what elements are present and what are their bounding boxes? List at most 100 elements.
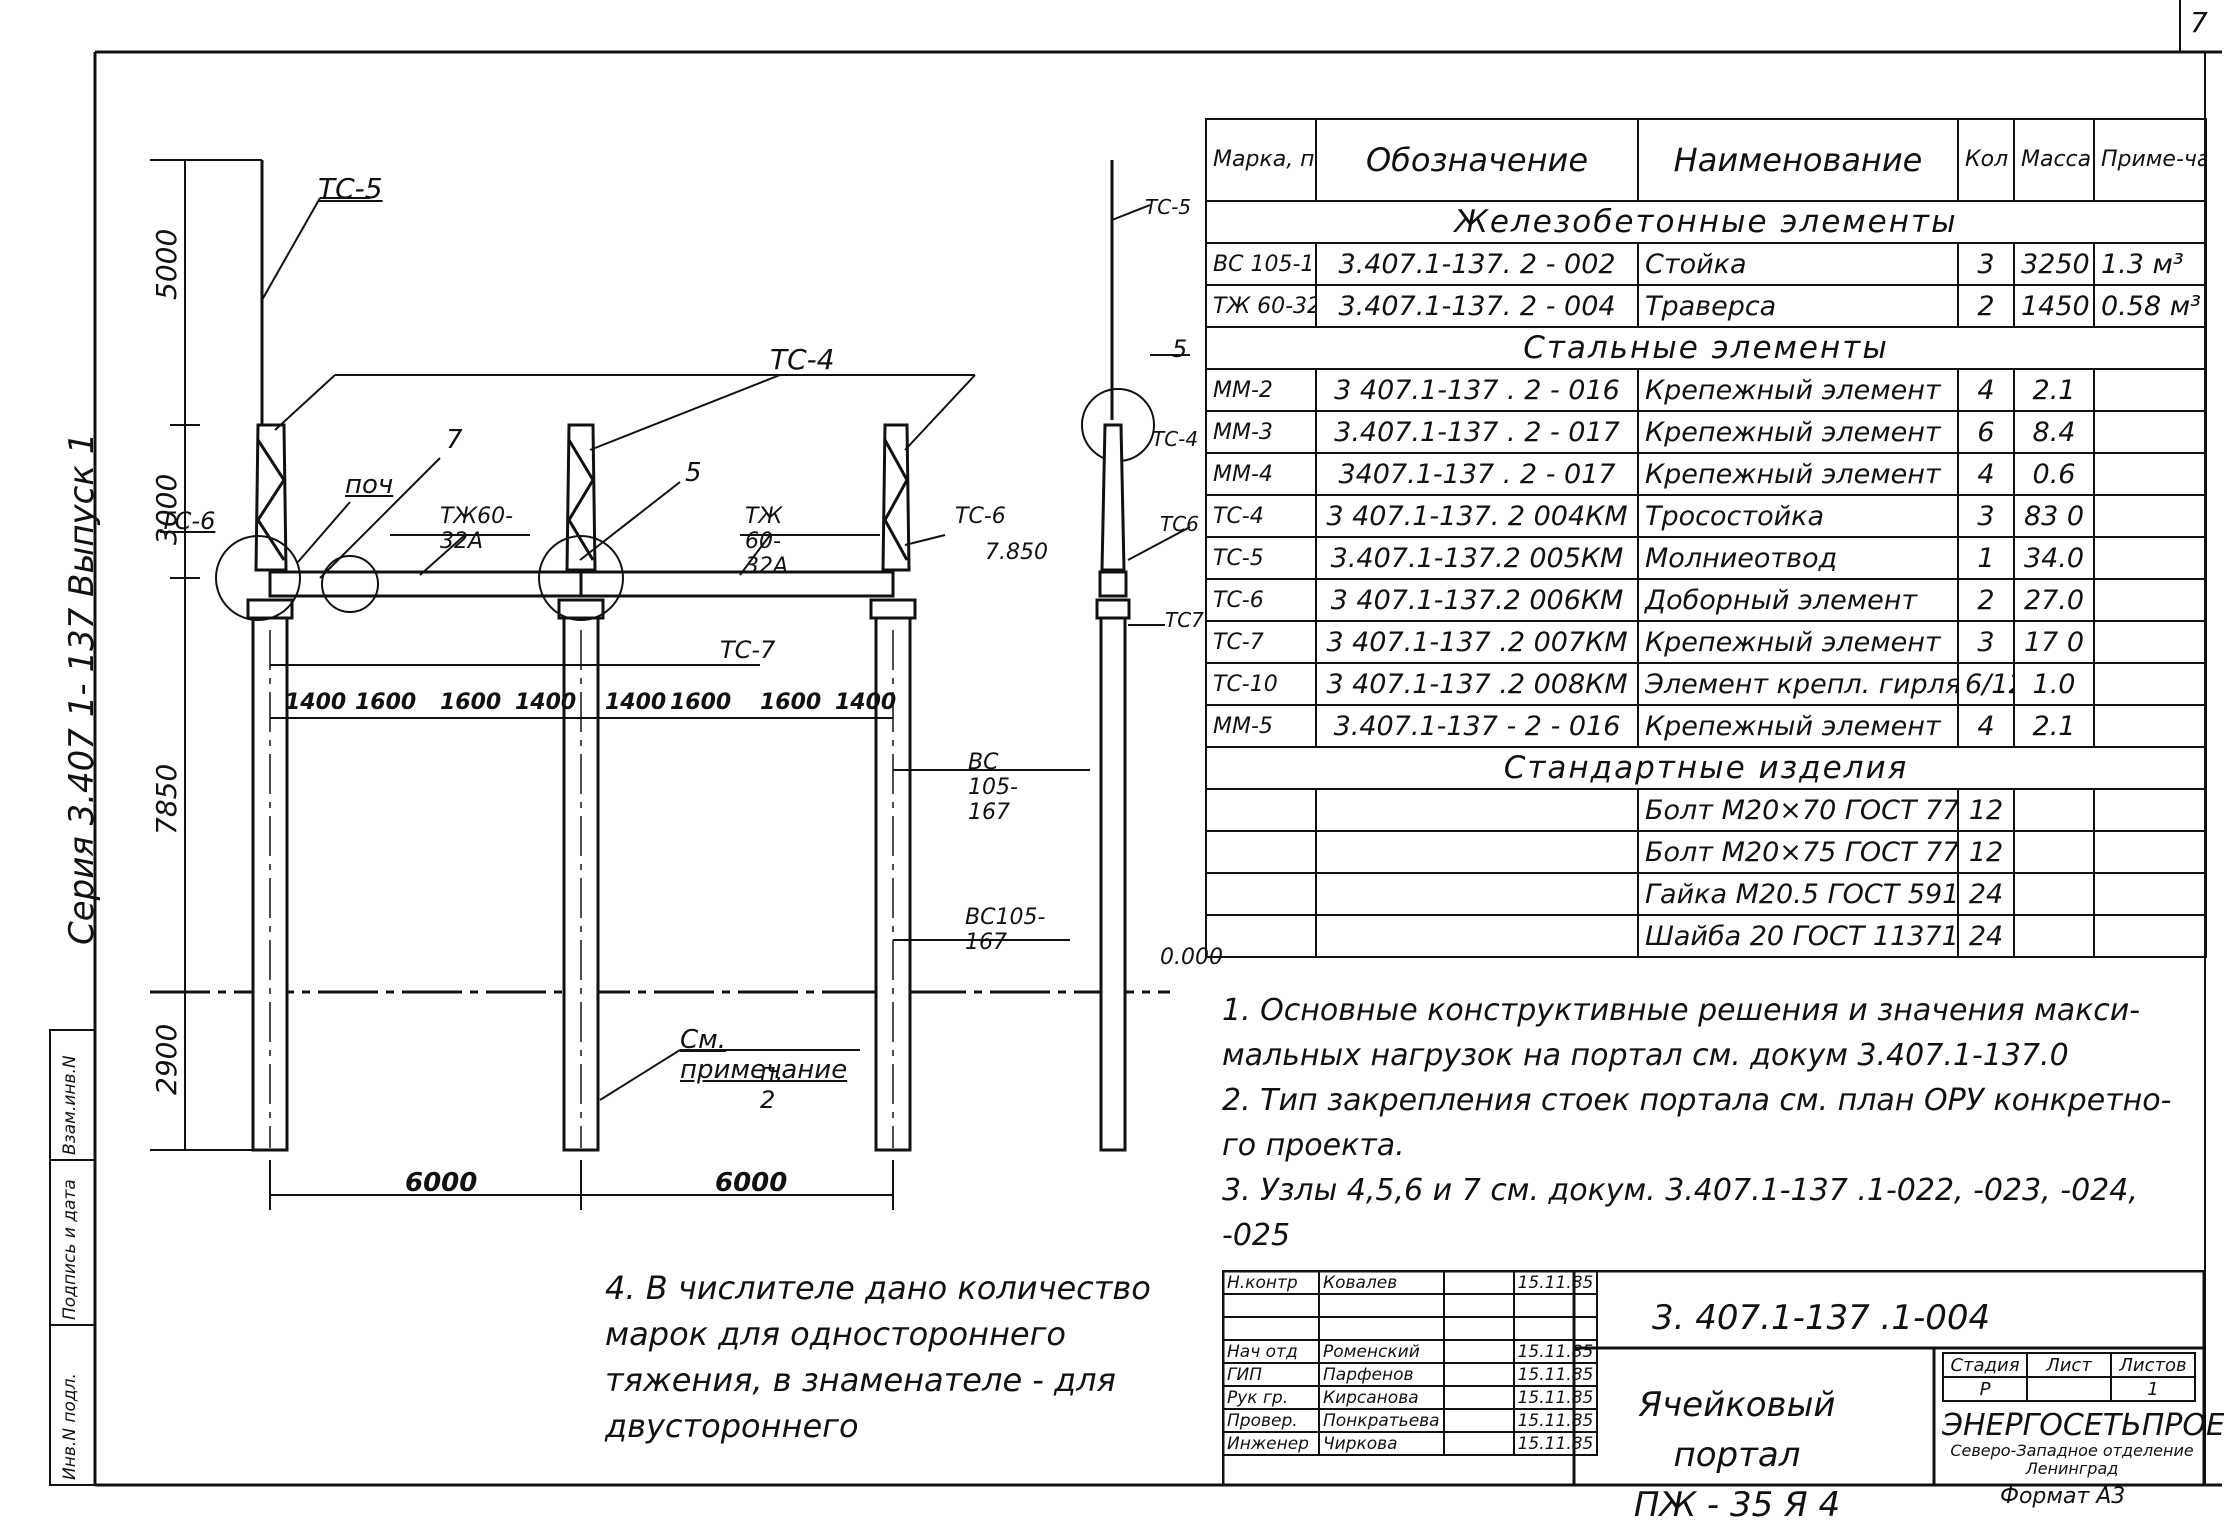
signer-role: Рук гр. — [1222, 1385, 1320, 1410]
side-view — [1095, 160, 1131, 1152]
format-label: Формат А3 — [2000, 1484, 2126, 1509]
dim-h-7: 1600 — [760, 690, 822, 715]
beam-right — [579, 570, 895, 598]
signer-sign — [1442, 1385, 1515, 1410]
note-4: 4. В числителе дано количество марок для… — [605, 1269, 1151, 1445]
spec-cell-mass — [2013, 914, 2095, 958]
spec-cell-designation: 3.407.1-137 - 2 - 016 — [1315, 704, 1639, 748]
stamp-inv-podl: Инв.N подл. — [60, 1373, 80, 1480]
signer-role: ГИП — [1222, 1362, 1320, 1387]
spec-cell-note — [2093, 830, 2207, 874]
dim-vertical-1: 5000 — [150, 228, 183, 300]
signer-name: Понкратьева — [1318, 1408, 1445, 1433]
spec-cell-designation: 3 407.1-137 .2 007КМ — [1315, 620, 1639, 664]
spec-cell-name: Траверса — [1637, 284, 1959, 328]
spec-row: Гайка М20.5 ГОСТ 5915-70*24 — [1205, 872, 2207, 916]
spec-cell-qty: 12 — [1957, 788, 2015, 832]
stage-table: Стадия Лист Листов Р 1 — [1942, 1352, 2196, 1402]
org-sub-2: Ленинград — [2025, 1459, 2119, 1478]
label-note-ref-p: п. 2 — [760, 1058, 784, 1114]
label-tc4: ТС-4 — [770, 343, 835, 376]
spec-section-row: Стальные элементы — [1205, 326, 2207, 370]
page-number: 7 — [2190, 6, 2208, 39]
truss-posts — [254, 423, 911, 572]
signer-sign — [1442, 1293, 1515, 1318]
series-label: Серия 3.407 1- 137 Выпуск 1 — [62, 432, 102, 945]
spec-cell-mass: 1.0 — [2013, 662, 2095, 706]
spec-cell-note — [2093, 494, 2207, 538]
dim-vertical-3: 7850 — [150, 763, 183, 835]
spec-cell-designation: 3.407.1-137 . 2 - 017 — [1315, 410, 1639, 454]
spec-cell-qty: 4 — [1957, 704, 2015, 748]
spec-cell-designation: 3.407.1-137. 2 - 004 — [1315, 284, 1639, 328]
column-caps — [246, 598, 917, 620]
signer-sign — [1442, 1339, 1515, 1364]
document-code: 3. 407.1-137 .1-004 — [1652, 1298, 1991, 1338]
spec-cell-mark — [1205, 788, 1317, 832]
spec-cell-qty: 2 — [1957, 578, 2015, 622]
note-line: 3. Узлы 4,5,6 и 7 см. докум. 3.407.1-137… — [1222, 1173, 2138, 1253]
title-line-1: Ячейковый портал — [1638, 1385, 1836, 1475]
spec-cell-qty: 24 — [1957, 914, 2015, 958]
signer-date — [1512, 1293, 1599, 1318]
spec-row: Болт М20×70 ГОСТ 7798-70*12 — [1205, 788, 2207, 832]
stamp-vzam: Взам.инв.N — [60, 1055, 80, 1155]
notes-block: 1. Основные конструктивные решения и зна… — [1222, 988, 2212, 1258]
spec-cell-qty: 3 — [1957, 494, 2015, 538]
dim-h-4: 1400 — [515, 690, 577, 715]
signer-sign — [1442, 1431, 1515, 1456]
spec-cell-designation — [1315, 872, 1639, 916]
label-side-tc5: ТС-5 — [1145, 195, 1192, 219]
spec-cell-name: Элемент крепл. гирлянд — [1637, 662, 1959, 706]
spec-cell-designation: 3 407.1-137. 2 004КМ — [1315, 494, 1639, 538]
spec-cell-note — [2093, 452, 2207, 496]
label-elevation-top: 7.850 — [985, 540, 1048, 565]
note-line: мальных нагрузок на портал см. докум 3.4… — [1222, 1038, 2069, 1073]
spec-cell-note — [2093, 662, 2207, 706]
spec-cell-qty: 3 — [1957, 242, 2015, 286]
spec-cell-qty: 4 — [1957, 452, 2015, 496]
stamp-podpis: Подпись и дата — [60, 1179, 80, 1320]
stage-value: Р — [1942, 1376, 2028, 1402]
signer-sign — [1442, 1408, 1515, 1433]
sheets-header: Листов — [2110, 1352, 2196, 1378]
spec-cell-name: Тросостойка — [1637, 494, 1959, 538]
signer-date: 15.11.85 — [1512, 1431, 1599, 1456]
spec-cell-mark: ММ-5 — [1205, 704, 1317, 748]
label-tc7: ТС-7 — [720, 636, 776, 664]
dim-bottom-2: 6000 — [715, 1168, 788, 1198]
spec-cell-mass: 2.1 — [2013, 704, 2095, 748]
spec-cell-mark — [1205, 872, 1317, 916]
spec-cell-designation: 3 407.1-137 .2 008КМ — [1315, 662, 1639, 706]
spec-cell-mass: 17 0 — [2013, 620, 2095, 664]
dim-h-6: 1600 — [670, 690, 732, 715]
signer-date — [1512, 1316, 1599, 1341]
label-note-ref: См. примечание — [680, 1025, 848, 1085]
spec-cell-note — [2093, 872, 2207, 916]
note-line: 1. Основные конструктивные решения и зна… — [1222, 993, 2141, 1028]
spec-cell-name: Болт М20×70 ГОСТ 7798-70* — [1637, 788, 1959, 832]
spec-cell-mark: ВС 105-167 — [1205, 242, 1317, 286]
sheet-value — [2026, 1376, 2112, 1402]
beam-left — [268, 570, 583, 598]
spec-cell-name: Крепежный элемент — [1637, 410, 1959, 454]
signer-date: 15.11.85 — [1512, 1339, 1599, 1364]
spec-cell-mark: ММ-3 — [1205, 410, 1317, 454]
sheets-value: 1 — [2110, 1376, 2196, 1402]
spec-cell-qty: 24 — [1957, 872, 2015, 916]
signer-role: Инженер — [1222, 1431, 1320, 1456]
label-tc6-left: ТС-6 — [160, 507, 216, 535]
spec-cell-mass — [2013, 788, 2095, 832]
spec-cell-mark: ТС-5 — [1205, 536, 1317, 580]
stage-header: Стадия — [1942, 1352, 2028, 1378]
spec-cell-designation — [1315, 788, 1639, 832]
signer-name: Чиркова — [1318, 1431, 1445, 1456]
label-tc6-right: ТС-6 — [955, 504, 1006, 529]
